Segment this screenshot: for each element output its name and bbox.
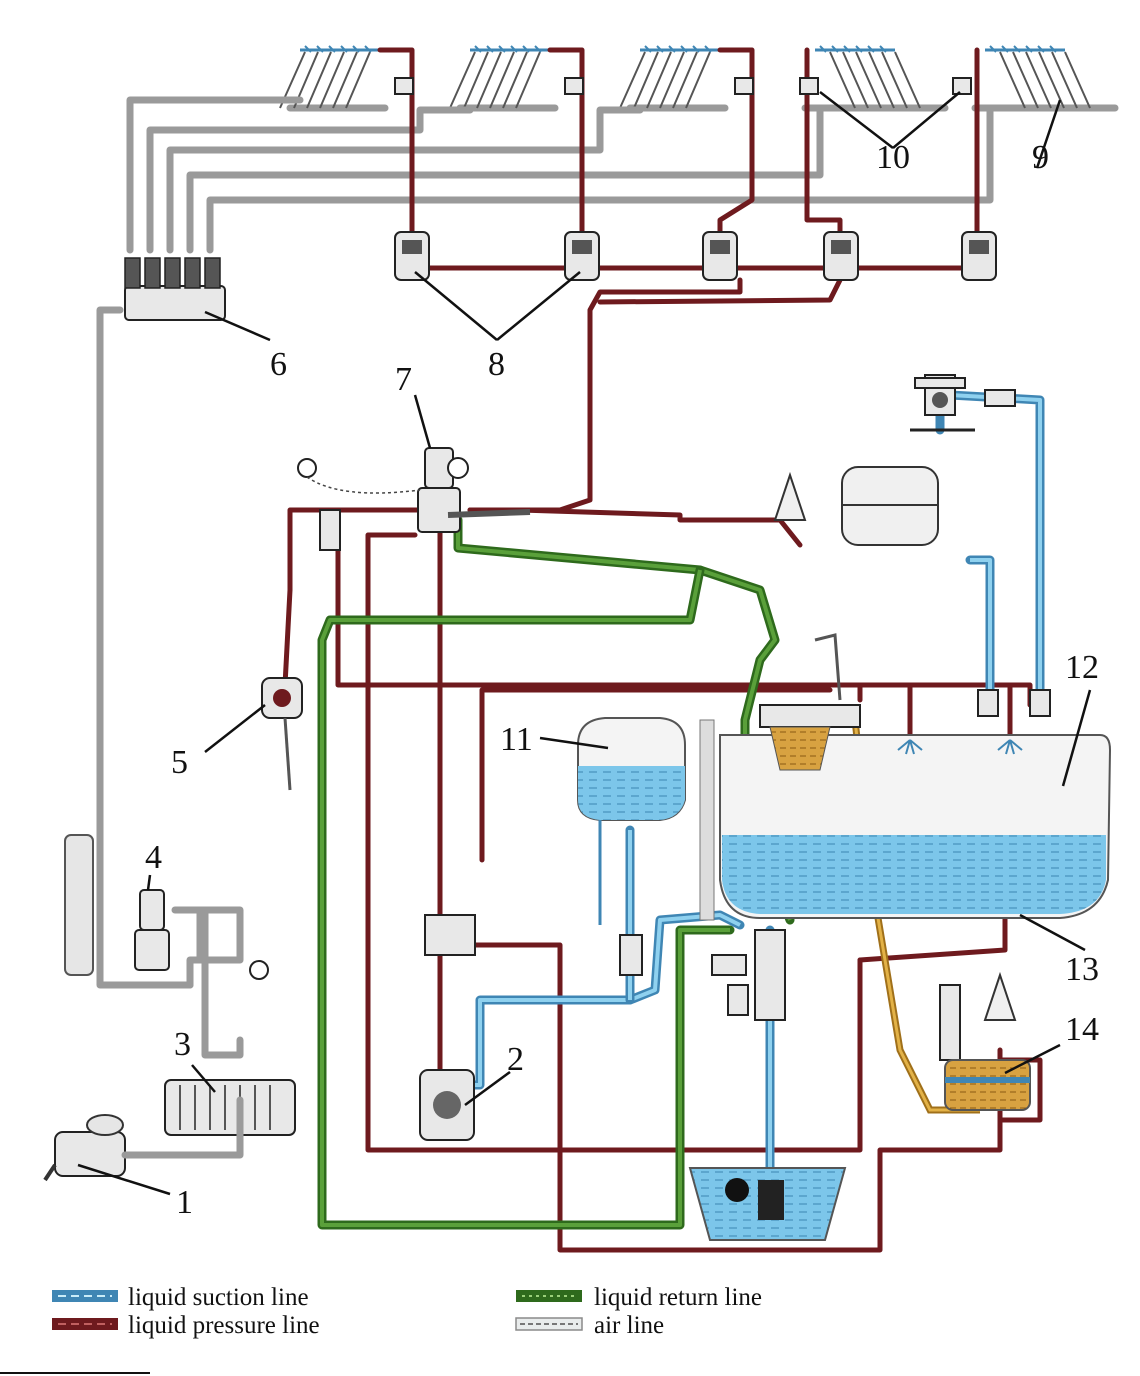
label-1: 1 <box>176 1184 193 1221</box>
label-12: 12 <box>1065 649 1099 686</box>
label-5: 5 <box>171 744 188 781</box>
tank-fitting-icon <box>977 689 999 717</box>
air-lines <box>96 96 994 1059</box>
legend-suction: liquid suction line <box>52 1284 309 1311</box>
boom-section-5 <box>971 47 1119 113</box>
label-13: 13 <box>1065 951 1099 988</box>
number-labels: 1 2 3 4 5 6 7 8 9 10 11 12 13 14 <box>145 139 1099 1221</box>
regulator-icon <box>297 447 531 551</box>
legend-return-label: liquid return line <box>594 1284 762 1311</box>
label-8: 8 <box>488 346 505 383</box>
valve-icon <box>702 231 738 281</box>
compressor-icon <box>164 1079 296 1136</box>
outlet-valve-block-icon <box>619 929 786 1021</box>
label-6: 6 <box>270 346 287 383</box>
regulator-icon <box>134 889 269 980</box>
nozzle-icon <box>304 45 1057 53</box>
boom-section-4 <box>801 47 949 113</box>
manifold-icon <box>124 257 226 321</box>
boom-section-group <box>279 45 1119 113</box>
pressure-gauge-icon <box>297 458 317 478</box>
label-3: 3 <box>174 1026 191 1063</box>
label-4: 4 <box>145 839 162 876</box>
rinse-unit-icon <box>939 984 1031 1111</box>
legend: liquid suction line liquid pressure line… <box>52 1284 762 1339</box>
boom-section-2 <box>449 47 585 113</box>
valve-icon <box>564 231 600 281</box>
legend-suction-label: liquid suction line <box>128 1284 309 1311</box>
label-11: 11 <box>500 721 533 758</box>
legend-air: air line <box>515 1312 664 1339</box>
legend-air-label: air line <box>594 1312 664 1339</box>
tank-fitting-icon <box>1029 689 1051 717</box>
valve-icon <box>394 231 430 281</box>
valve-icon <box>961 231 997 281</box>
label-10: 10 <box>876 139 910 176</box>
boom-valve-icons <box>394 77 972 95</box>
water-intake-icon <box>688 1167 847 1241</box>
legend-return: liquid return line <box>516 1284 762 1311</box>
label-14: 14 <box>1065 1011 1099 1048</box>
leader-lines <box>77 91 1092 1196</box>
pressure-lines <box>282 107 1043 1253</box>
label-2: 2 <box>507 1041 524 1078</box>
control-valve-group <box>394 231 997 281</box>
pump-icon <box>43 1096 244 1182</box>
legend-pressure-label: liquid pressure line <box>128 1312 320 1339</box>
vent-icon <box>773 471 807 521</box>
pump-icon <box>419 914 476 1141</box>
air-reservoir-icon <box>64 834 94 976</box>
legend-pressure: liquid pressure line <box>52 1312 320 1339</box>
fill-hydrant-icon <box>910 374 1016 432</box>
valve-icon <box>823 231 859 281</box>
tank-icon <box>699 633 1112 921</box>
filter-icon <box>261 677 303 791</box>
vent-icon <box>983 971 1017 1021</box>
label-7: 7 <box>395 361 412 398</box>
boom-section-3 <box>619 47 755 113</box>
label-9: 9 <box>1032 139 1049 176</box>
nozzle-icon <box>897 739 1023 755</box>
expansion-vessel-icon <box>841 466 939 546</box>
clean-water-tank-icon <box>577 717 686 925</box>
